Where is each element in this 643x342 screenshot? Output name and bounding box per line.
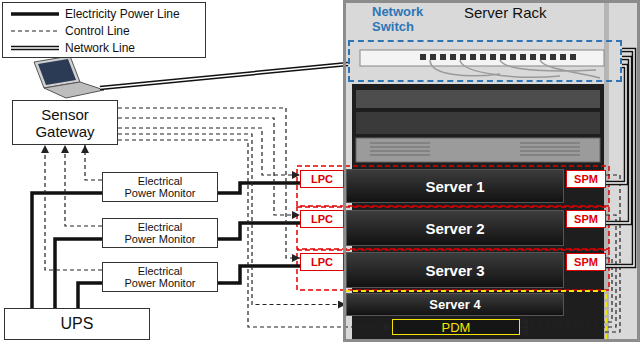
lpc-box: LPC [300, 170, 344, 188]
power-monitor-box: Electrical Power Monitor [102, 172, 218, 202]
node-label: LPC [311, 174, 333, 185]
power-monitor-box: Electrical Power Monitor [102, 262, 218, 292]
server-unit: Server 2 [346, 210, 564, 246]
spm-box: SPM [566, 253, 606, 271]
node-label: Server 1 [425, 178, 484, 195]
network-line [606, 66, 626, 183]
node-label: Server 3 [425, 262, 484, 279]
legend-row: Control Line [3, 23, 203, 39]
spm-box: SPM [566, 210, 606, 228]
network-line [606, 50, 634, 266]
gateway-box: Sensor Gateway [12, 100, 118, 145]
legend-label: Electricity Power Line [65, 6, 180, 22]
node-label: Electrical Power Monitor [123, 265, 197, 289]
node-label: Server 2 [425, 220, 484, 237]
rack-device [356, 112, 600, 134]
connector-group [118, 128, 300, 175]
node-label: Sensor Gateway [27, 106, 103, 140]
connector-group [218, 183, 300, 193]
legend-box: Electricity Power LineControl LineNetwor… [2, 2, 206, 58]
legend-row: Network Line [3, 40, 203, 56]
connector-group [45, 145, 102, 270]
control-line-sample [11, 30, 59, 31]
connector-group [218, 266, 300, 283]
node-label: SPM [574, 257, 598, 268]
connector-group [65, 145, 102, 226]
rack-device [356, 90, 600, 108]
node-label: Electrical Power Monitor [123, 175, 197, 199]
power-line [78, 283, 102, 308]
control-line [118, 128, 300, 175]
lpc-box: LPC [300, 253, 344, 271]
server-unit: Server 1 [346, 169, 564, 203]
network-line-core [606, 50, 634, 266]
network-line-core [11, 47, 59, 49]
node-label: SPM [574, 174, 598, 185]
pdm-group-outline [345, 291, 606, 340]
node-label: LPC [311, 214, 333, 225]
control-line [65, 145, 102, 226]
node-label: Server Rack [464, 4, 547, 21]
legend-sample [9, 40, 61, 56]
switch-device [360, 50, 604, 66]
connector-group [606, 58, 630, 223]
power-line [32, 193, 102, 308]
connector-group [606, 66, 626, 183]
rack-device [356, 138, 600, 162]
control-line [45, 145, 102, 270]
network-line-core [100, 64, 348, 88]
legend-label: Control Line [65, 23, 130, 39]
network-switch-region: Network Switch [348, 40, 622, 82]
laptop-base [44, 82, 104, 98]
lpc-box: LPC [300, 210, 344, 228]
spm-box: SPM [566, 170, 606, 188]
network-line-sample [11, 46, 59, 51]
network-line-core [606, 58, 630, 223]
power-monitor-box: Electrical Power Monitor [102, 218, 218, 248]
device-vents [370, 143, 580, 155]
power-line [218, 183, 300, 193]
node-label: UPS [61, 315, 94, 333]
legend-label: Network Line [65, 40, 135, 56]
node-label: Server 4 [429, 297, 480, 312]
switch-ports [420, 54, 576, 60]
legend-row: Electricity Power Line [3, 6, 203, 22]
connector-group [85, 145, 102, 180]
rack-frame [346, 3, 637, 339]
network-line-core [606, 66, 626, 183]
server-rack: Server RackNetwork SwitchServer 1SPMServ… [343, 0, 640, 342]
server-unit: Server 3 [346, 252, 564, 288]
connector-group [78, 283, 102, 308]
connector-group [218, 223, 300, 239]
laptop-screen [38, 59, 76, 85]
patch-cables [430, 60, 600, 78]
network-line [100, 64, 348, 88]
power-line [218, 266, 300, 283]
power-line-sample [11, 12, 59, 16]
node-label: PDM [442, 321, 471, 334]
node-label: LPC [311, 257, 333, 268]
node-label: Network Switch [372, 4, 436, 34]
power-line [55, 239, 102, 308]
server-unit: Server 4 [346, 293, 564, 316]
network-line [606, 58, 630, 223]
node-label: SPM [574, 214, 598, 225]
legend-sample [9, 6, 61, 22]
connector-group [32, 193, 102, 308]
node-label: Electrical Power Monitor [123, 221, 197, 245]
legend-sample [9, 23, 61, 39]
control-line [85, 145, 102, 180]
connector-group [55, 239, 102, 308]
power-line [218, 223, 300, 239]
connector-group [606, 50, 634, 266]
ups-box: UPS [4, 308, 150, 340]
pdm-unit: PDM [392, 319, 520, 335]
